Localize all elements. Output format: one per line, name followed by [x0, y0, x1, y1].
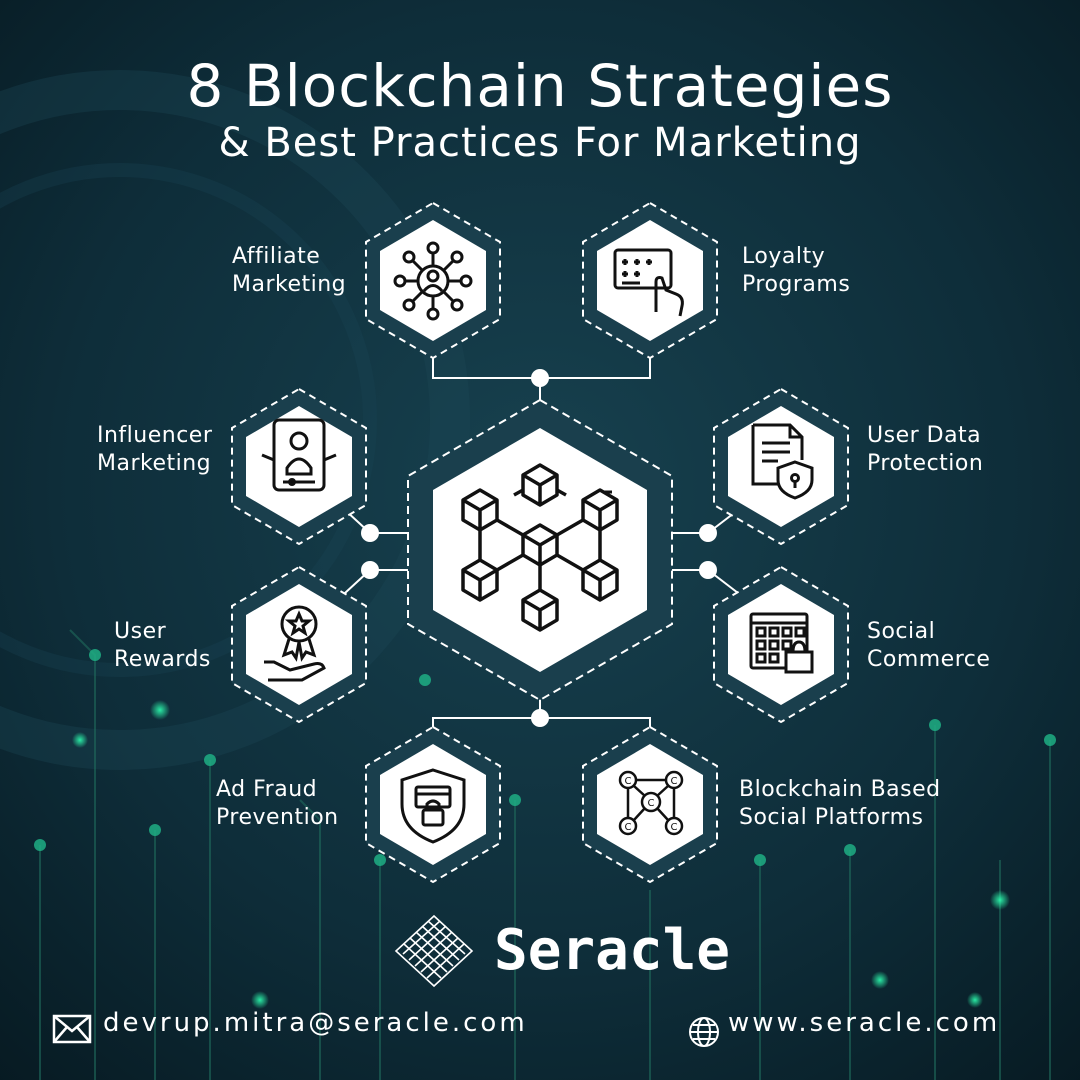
- hexagon-blockchain-social-platforms: C C C C C: [582, 725, 718, 884]
- label-blockchain-social-platforms: Blockchain Based Social Platforms: [739, 777, 941, 830]
- label-user-rewards: User Rewards: [114, 619, 211, 672]
- diamond-lattice-logo: [394, 914, 474, 988]
- network-user-icon: [393, 241, 473, 321]
- globe-icon: [689, 1017, 719, 1047]
- brand-name: Seracle: [494, 918, 731, 983]
- page-subtitle: & Best Practices For Marketing: [218, 120, 862, 166]
- connector-nodes: [361, 369, 717, 727]
- document-shield-icon: [751, 423, 814, 500]
- shield-card-lock-icon: [400, 768, 466, 844]
- svg-text:C: C: [625, 822, 632, 833]
- card-hand-icon: [613, 248, 684, 317]
- hexagon-loyalty-programs: [582, 201, 718, 360]
- award-hand-icon: [264, 605, 326, 682]
- svg-text:C: C: [671, 822, 678, 833]
- label-user-data-protection: User Data Protection: [867, 423, 984, 476]
- svg-text:C: C: [625, 776, 632, 787]
- crypto-network-icon: C C C C C: [618, 770, 684, 836]
- hexagon-user-data-protection: [713, 387, 849, 546]
- hexagon-social-commerce: [713, 565, 849, 724]
- hexagon-influencer-marketing: [231, 387, 367, 546]
- svg-text:C: C: [671, 776, 678, 787]
- label-loyalty-programs: Loyalty Programs: [742, 244, 851, 297]
- contact-website[interactable]: www.seracle.com: [728, 1008, 1001, 1038]
- blockchain-cubes-icon: [461, 463, 619, 632]
- label-affiliate-marketing: Affiliate Marketing: [232, 244, 347, 297]
- influencer-screen-icon: [261, 418, 337, 492]
- hexagon-ad-fraud-prevention: [365, 725, 501, 884]
- svg-text:C: C: [648, 798, 655, 809]
- hexagon-user-rewards: [231, 565, 367, 724]
- page-title: 8 Blockchain Strategies: [186, 52, 894, 120]
- contact-email[interactable]: devrup.mitra@seracle.com: [103, 1008, 528, 1038]
- label-social-commerce: Social Commerce: [867, 619, 991, 672]
- label-ad-fraud-prevention: Ad Fraud Prevention: [216, 777, 339, 830]
- hexagon-affiliate-marketing: [365, 201, 501, 360]
- center-hexagon: [407, 398, 673, 702]
- label-influencer-marketing: Influencer Marketing: [97, 423, 213, 476]
- envelope-icon: [52, 1014, 92, 1044]
- shop-grid-bag-icon: [749, 612, 814, 674]
